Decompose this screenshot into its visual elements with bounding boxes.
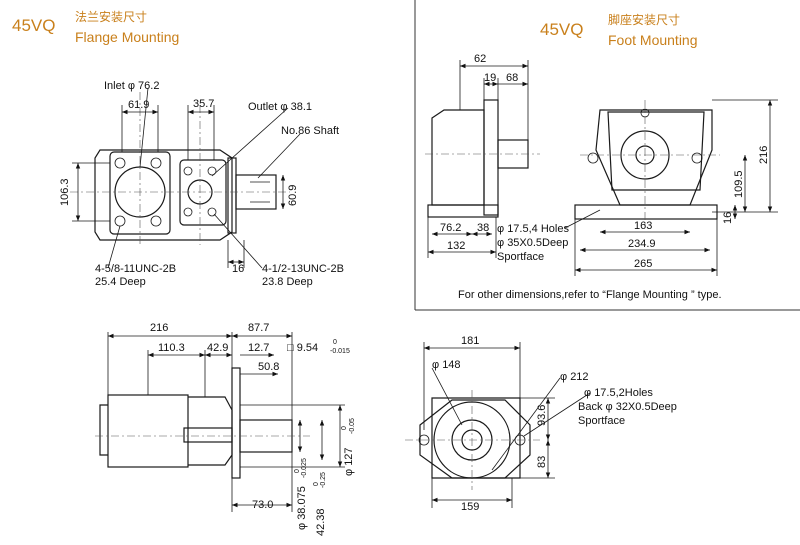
dim-62: 62 [474,53,486,65]
dim-216-foot: 216 [758,146,770,164]
end-holes: φ 17.5,2Holes [584,387,653,399]
foot-holes: φ 17.5,4 Holes [497,223,569,235]
dim-265: 265 [634,258,652,270]
dim-42-38-up: 0 [313,482,320,486]
dim-83: 83 [536,456,548,468]
dim-212: φ 212 [560,371,589,383]
dim-87-7: 87.7 [248,322,269,334]
flange-view [70,87,301,269]
flange-title-cn: 法兰安装尺寸 [75,9,147,24]
foot-header: 45VQ 脚座安装尺寸 Foot Mounting [540,12,698,48]
dim-127-dn: -0.05 [349,418,356,434]
foot-note: For other dimensions,refer to “Flange Mo… [458,289,722,301]
dim-181: 181 [461,335,479,347]
dim-76-2: 76.2 [440,222,461,234]
dim-132: 132 [447,240,465,252]
dim-16-foot: 16 [722,212,734,224]
shaft-label: No.86 Shaft [281,125,339,137]
end-deep: Back φ 32X0.5Deep [578,401,677,413]
dim-35-7: 35.7 [193,98,214,110]
thread-a: 4-5/8-11UNC-2B [95,263,176,275]
end-view [405,342,591,508]
dim-19: 19 [484,72,496,84]
dim-127: φ 127 [343,447,355,476]
foot-front-view [564,99,778,276]
dim-38: 38 [477,222,489,234]
depth-a: 25.4 Deep [95,276,146,288]
foot-deep: φ 35X0.5Deep [497,237,568,249]
dim-110-3: 110.3 [158,342,185,354]
dim-93-6: 93.6 [536,405,548,426]
dim-60-9: 60.9 [287,185,299,206]
foot-title-cn: 脚座安装尺寸 [608,12,680,27]
dim-12-7: 12.7 [248,342,269,354]
tol-box-up: 0 [333,339,337,346]
dim-50-8: 50.8 [258,361,279,373]
outlet-label: Outlet φ 38.1 [248,101,312,113]
dim-163: 163 [634,220,652,232]
dim-61-9: 61.9 [128,99,149,111]
tol-box: □ 9.54 [287,342,318,354]
dim-16-flange: 16 [232,263,244,275]
dim-42-38-dn: -0.25 [320,472,327,488]
dim-38-075: φ 38.075 [296,486,308,530]
flange-header: 45VQ 法兰安装尺寸 Flange Mounting [12,9,179,45]
tol-box-dn: -0.015 [330,348,350,355]
depth-b: 23.8 Deep [262,276,313,288]
dim-109-5: 109.5 [733,170,745,198]
foot-labels: 62 19 68 76.2 38 132 φ 17.5,4 Holes φ 35… [440,53,770,301]
inlet-label: Inlet φ 76.2 [104,80,159,92]
thread-b: 4-1/2-13UNC-2B [262,263,344,275]
foot-spotface: Sportface [497,251,544,263]
dim-42-38: 42.38 [315,508,327,536]
side-view [95,332,345,512]
dim-127-up: 0 [341,426,348,430]
dim-216-side: 216 [150,322,168,334]
foot-title-en: Foot Mounting [608,32,698,48]
side-labels: 216 87.7 110.3 42.9 12.7 □ 9.54 0 -0.015… [150,322,356,536]
dim-68: 68 [506,72,518,84]
dim-42-9: 42.9 [207,342,228,354]
flange-model: 45VQ [12,16,55,35]
end-spotface: Sportface [578,415,625,427]
dim-148: φ 148 [432,359,461,371]
dim-38-075-dn: -0.025 [301,458,308,478]
dim-106-3: 106.3 [59,178,71,206]
dim-38-075-up: 0 [294,469,301,473]
flange-labels: Inlet φ 76.2 61.9 35.7 Outlet φ 38.1 No.… [59,80,344,288]
dim-159: 159 [461,501,479,513]
dim-73: 73.0 [252,499,273,511]
dim-234-9: 234.9 [628,238,656,250]
end-labels: 181 φ 148 φ 212 φ 17.5,2Holes Back φ 32X… [432,335,677,513]
flange-title-en: Flange Mounting [75,29,179,45]
foot-model: 45VQ [540,20,583,39]
foot-side-view [425,60,540,258]
